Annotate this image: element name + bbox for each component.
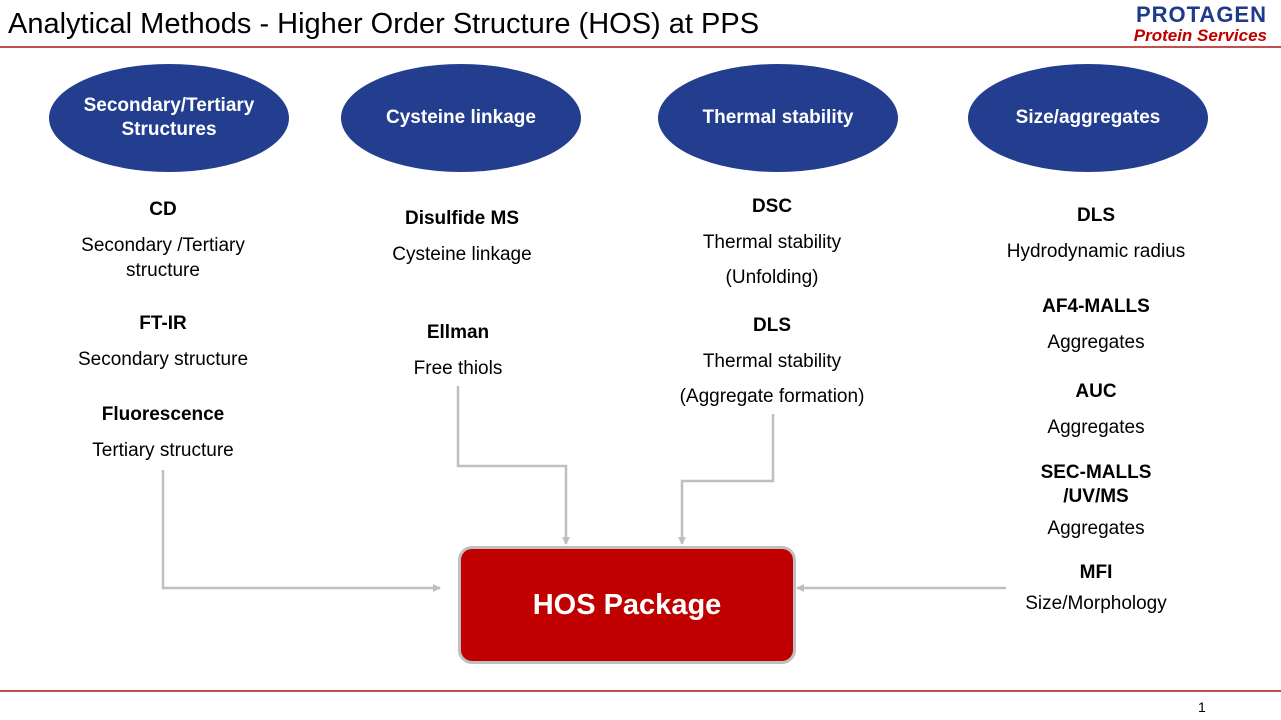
method-name: CD <box>149 199 177 220</box>
methods-column-cysteine-linkage: Disulfide MS Cysteine linkage Ellman Fre… <box>332 0 592 400</box>
method-name: DSC <box>751 196 793 217</box>
category-size-aggregates: Size/aggregates <box>968 64 1208 172</box>
method-name: DLS <box>1077 205 1115 226</box>
methods-column-size-aggregates: DLS Hydrodynamic radius AF4-MALLS Aggreg… <box>966 0 1226 620</box>
hos-package-box: HOS Package <box>458 546 796 664</box>
company-logo: PROTAGEN Protein Services <box>1134 3 1267 45</box>
methods-column-secondary-tertiary: CD Secondary /Tertiary structure FT-IR S… <box>33 0 293 480</box>
method-name: MFI <box>1079 562 1113 583</box>
page-number: 1 <box>1198 699 1206 715</box>
method-description: Thermal stability <box>702 232 842 253</box>
method-description: Secondary structure <box>77 349 249 370</box>
method-name: DLS <box>753 315 791 336</box>
method-description: Aggregates <box>1047 417 1145 438</box>
method-name: FT-IR <box>139 313 187 334</box>
header-divider <box>0 46 1281 48</box>
method-description: Aggregates <box>1047 518 1145 539</box>
category-label: Secondary/Tertiary Structures <box>83 95 255 140</box>
logo-main-text: PROTAGEN <box>1135 2 1267 27</box>
connector-secondary-tertiary <box>161 470 441 592</box>
category-label: Size/aggregates <box>1015 107 1161 128</box>
method-name: SEC-MALLS <box>1040 462 1152 483</box>
method-description: Cysteine linkage <box>392 244 532 265</box>
method-name: AF4-MALLS <box>1042 296 1150 317</box>
category-cysteine-linkage: Cysteine linkage <box>341 64 581 172</box>
category-thermal-stability: Thermal stability <box>658 64 898 172</box>
method-description: Thermal stability <box>702 351 842 372</box>
method-name: AUC <box>1075 381 1117 402</box>
slide-title: Analytical Methods - Higher Order Struct… <box>8 8 760 40</box>
method-description: Secondary /Tertiary structure <box>81 235 245 281</box>
hos-package-label: HOS Package <box>532 588 722 621</box>
logo-sub-text: Protein Services <box>1133 26 1267 45</box>
methods-column-thermal-stability: DSC Thermal stability (Unfolding) DLS Th… <box>642 0 902 420</box>
method-name: Fluorescence <box>101 404 225 425</box>
method-description: Free thiols <box>413 358 503 379</box>
method-description: Size/Morphology <box>1025 593 1167 614</box>
method-description: Hydrodynamic radius <box>1006 241 1186 262</box>
method-description: Aggregates <box>1047 332 1145 353</box>
method-name: Disulfide MS <box>404 208 519 229</box>
category-label: Cysteine linkage <box>386 107 536 128</box>
method-description: Tertiary structure <box>92 440 234 461</box>
method-description-detail: (Unfolding) <box>725 267 819 288</box>
footer-divider <box>0 690 1281 692</box>
category-secondary-tertiary: Secondary/Tertiary Structures <box>49 64 289 172</box>
method-name-continued: /UV/MS <box>1063 486 1129 507</box>
method-name: Ellman <box>426 322 490 343</box>
connector-thermal-stability <box>678 414 775 545</box>
method-description-detail: (Aggregate formation) <box>679 386 865 407</box>
connector-cysteine-linkage <box>456 386 570 545</box>
category-label: Thermal stability <box>702 107 854 128</box>
